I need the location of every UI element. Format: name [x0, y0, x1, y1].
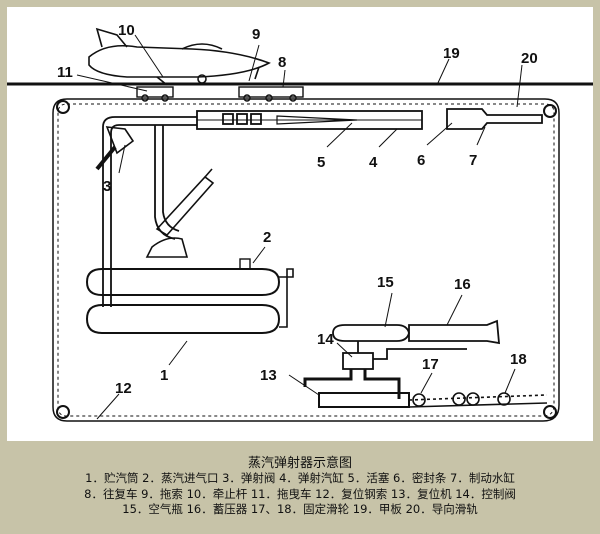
- callout-13: 13: [260, 367, 277, 384]
- steam-receiver: [85, 258, 294, 334]
- callout-15: 15: [377, 274, 394, 291]
- pulley-top-left: [56, 100, 70, 114]
- legend-line-2: 8．往复车 9．拖索 10．牵止杆 11．拖曳车 12．复位钢索 13．复位机 …: [84, 486, 516, 501]
- shuttle: [238, 86, 304, 102]
- steam-catapult-diagram: 1 2 3 4 5 6 7 8 9 10 11 12 13 14 15 16 1…: [7, 22, 593, 422]
- water-brake: [446, 108, 543, 130]
- pulley-bottom-right: [543, 405, 557, 419]
- callout-6: 6: [417, 152, 425, 169]
- diagram-panel: 1 2 3 4 5 6 7 8 9 10 11 12 13 14 15 16 1…: [7, 7, 593, 441]
- diagram-title: 蒸汽弹射器示意图: [247, 456, 352, 471]
- pulley-bottom-left: [56, 405, 70, 419]
- air-bottle: [332, 324, 410, 342]
- callout-10: 10: [118, 22, 135, 39]
- callout-9: 9: [252, 26, 260, 43]
- callout-18: 18: [510, 351, 527, 368]
- callout-16: 16: [454, 276, 471, 293]
- legend-line-1: 1．贮汽筒 2．蒸汽进气口 3．弹射阀 4．弹射汽缸 5．活塞 6．密封条 7．…: [85, 471, 515, 485]
- leader-lines: [76, 34, 523, 420]
- callout-19: 19: [443, 45, 460, 62]
- callout-numbers: 1 2 3 4 5 6 7 8 9 10 11 12 13 14 15 16 1…: [57, 22, 538, 397]
- launch-valve: [95, 126, 135, 171]
- legend: 1．贮汽筒 2．蒸汽进气口 3．弹射阀 4．弹射汽缸 5．活塞 6．密封条 7．…: [0, 471, 600, 518]
- aircraft: [88, 27, 271, 86]
- callout-8: 8: [278, 54, 286, 71]
- callout-17: 17: [422, 356, 439, 373]
- retraction-engine: [303, 369, 410, 408]
- callout-3: 3: [103, 178, 111, 195]
- reset-cable-loop: [52, 98, 560, 422]
- callout-1: 1: [160, 367, 168, 384]
- tow-carriage: [136, 86, 174, 102]
- fixed-pulleys: [408, 392, 548, 408]
- callout-12: 12: [115, 380, 132, 397]
- callout-2: 2: [263, 229, 271, 246]
- legend-line-3: 15．空气瓶 16．蓄压器 17、18．固定滑轮 19．甲板 20．导向滑轨: [122, 502, 478, 516]
- launch-cylinder: [196, 110, 423, 130]
- pulley-top-right: [543, 104, 557, 118]
- callout-4: 4: [369, 154, 378, 171]
- steam-inlet-assembly: [145, 168, 215, 258]
- callout-14: 14: [317, 331, 334, 348]
- callout-20: 20: [521, 50, 538, 67]
- control-valve: [342, 341, 467, 370]
- accumulator: [408, 319, 501, 345]
- callout-7: 7: [469, 152, 477, 169]
- callout-11: 11: [57, 64, 73, 81]
- steam-pipe: [102, 116, 197, 307]
- callout-5: 5: [317, 154, 325, 171]
